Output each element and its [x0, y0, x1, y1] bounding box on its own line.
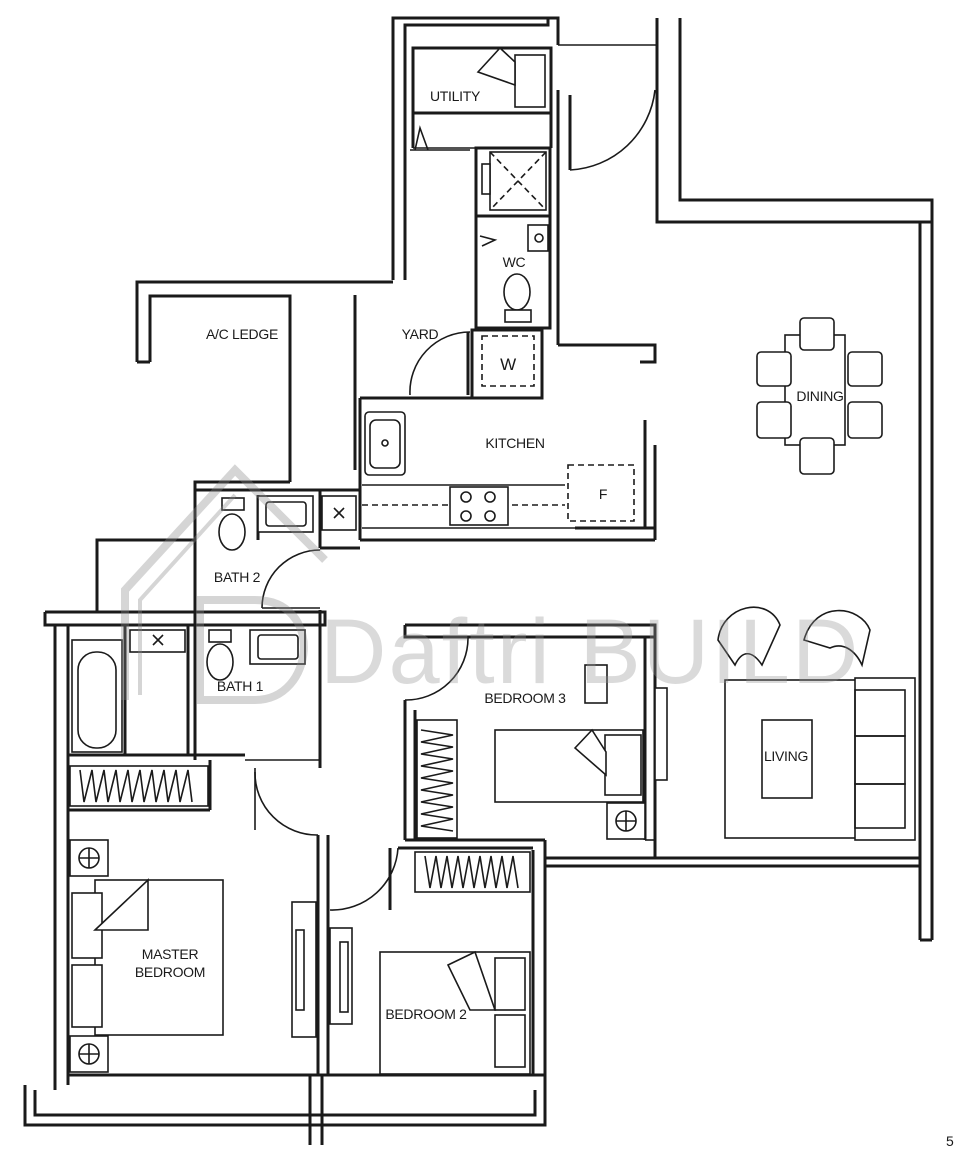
room-label-yard: YARD	[401, 326, 439, 342]
doors	[254, 89, 656, 911]
bath1-fixtures	[71, 629, 306, 753]
fridge-label: F	[598, 486, 608, 502]
utility-fixtures	[410, 46, 546, 151]
room-label-master-line2: BEDROOM	[134, 964, 206, 980]
room-label-master-line1: MASTER	[141, 946, 199, 962]
kitchen-fixtures	[321, 411, 635, 531]
room-label-bath1: BATH 1	[216, 678, 264, 694]
room-label-kitchen: KITCHEN	[485, 435, 545, 451]
washer-label: W	[500, 355, 516, 374]
page-number: 5	[946, 1133, 954, 1149]
bedroom2-furniture	[329, 851, 531, 1075]
room-label-bedroom2: BEDROOM 2	[385, 1006, 467, 1022]
watermark-text: Daftri BUILD	[320, 601, 861, 703]
room-label-wc: WC	[502, 254, 526, 270]
living-furniture	[717, 606, 916, 841]
room-label-ac-ledge: A/C LEDGE	[206, 326, 278, 342]
room-label-bedroom3: BEDROOM 3	[484, 690, 566, 706]
room-label-utility: UTILITY	[429, 88, 481, 104]
watermark-logo	[121, 464, 328, 704]
bath2-fixtures	[218, 495, 314, 551]
wc-fixtures	[479, 151, 549, 323]
interior-walls	[68, 44, 657, 1075]
room-label-living: LIVING	[763, 748, 809, 764]
room-label-bath2: BATH 2	[213, 569, 261, 585]
bedroom3-furniture	[416, 664, 668, 840]
washer	[481, 335, 535, 387]
room-label-dining: DINING	[796, 388, 844, 404]
master-bedroom-furniture	[69, 765, 317, 1073]
exterior-walls	[23, 16, 934, 1145]
dining-table	[756, 317, 883, 475]
